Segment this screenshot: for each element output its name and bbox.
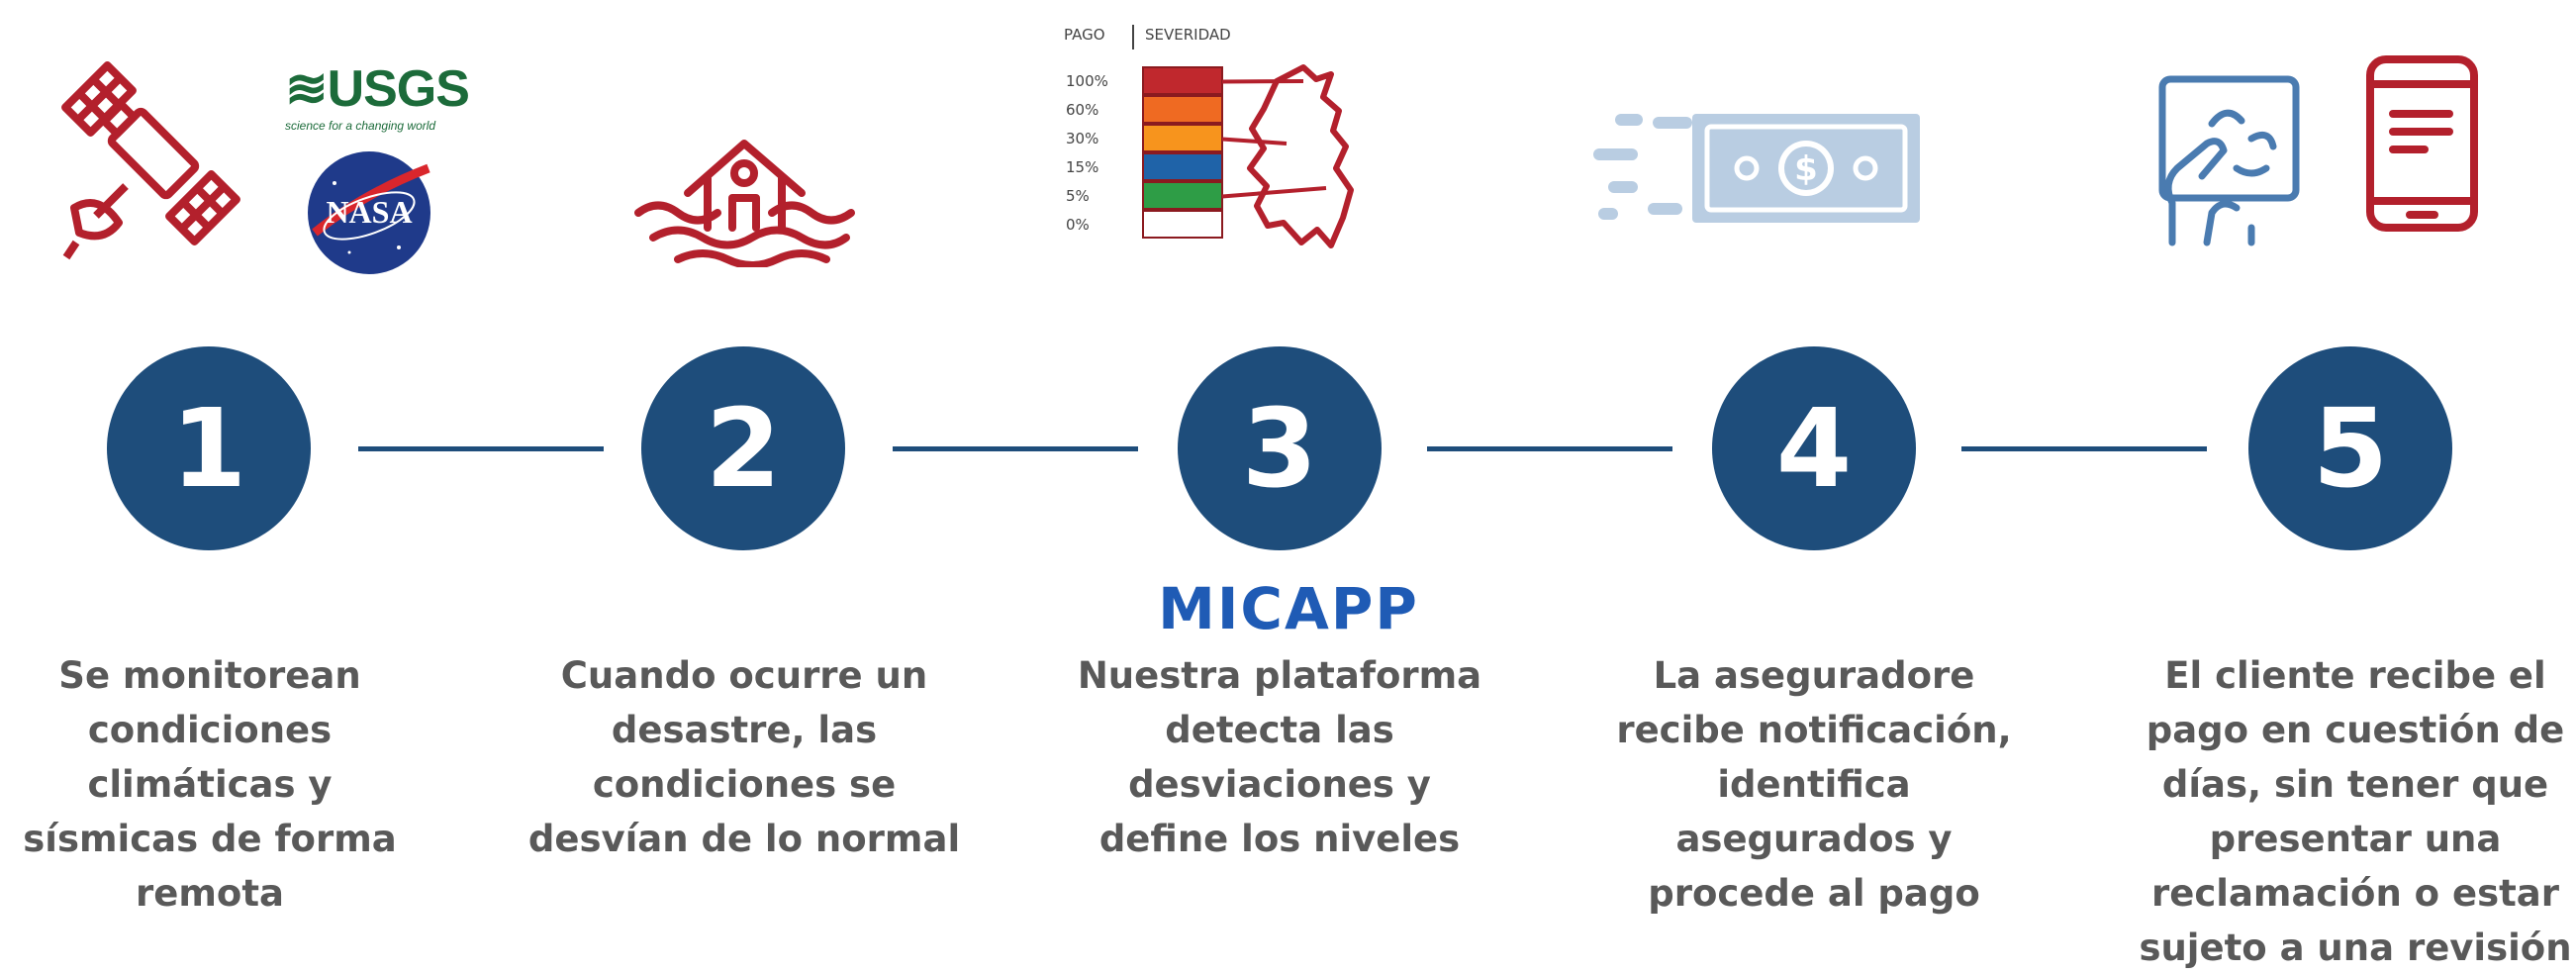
step-1-description: Se monitorean condiciones climáticas y s… [0,648,428,921]
step-2-description: Cuando ocurre un desastre, las condicion… [526,648,962,866]
severity-arrow [1221,186,1327,199]
connector-3-4 [1427,446,1672,451]
pago-header: PAGO [1064,26,1105,44]
step-3-line: define los niveles [1098,818,1461,860]
nasa-logo: NASA [305,148,433,277]
severity-level-label: 5% [1066,187,1090,205]
nasa-wordmark: NASA [326,194,413,230]
severity-level-bar [1142,210,1223,239]
step-4-description: La aseguradore recibe notificación, iden… [1596,648,2032,921]
flooded-house-icon [634,140,855,267]
svg-text:$: $ [1794,149,1818,189]
step-5-line: El cliente recibe el [2164,654,2546,697]
step-1-line: climáticas y [87,763,333,806]
step-1-number: 1 [170,385,247,512]
step-4-line: La aseguradore [1653,654,1975,697]
colombia-map-icon [1247,64,1354,248]
step-1-line: sísmicas de forma [23,818,397,860]
step-3-line: detecta las [1165,709,1394,751]
severity-level-label: 0% [1066,216,1090,234]
severity-level-bar [1142,95,1223,124]
step-2-line: Cuando ocurre un [560,654,928,697]
usgs-tagline: science for a changing world [285,119,436,133]
step-5-number: 5 [2312,385,2389,512]
connector-2-3 [893,446,1138,451]
step-2-line: condiciones se [592,763,897,806]
micapp-logo: MICAPP [1158,575,1419,642]
step-3-line: desviaciones y [1128,763,1431,806]
usgs-wordmark: ≋USGS [285,60,470,118]
step-1-line: condiciones [87,709,333,751]
step-2-line: desastre, las [611,709,878,751]
step-2-line: desvían de lo normal [527,818,961,860]
severity-level-bar [1142,152,1223,181]
step-1-line: Se monitorean [58,654,361,697]
severity-arrow [1221,137,1288,146]
step-3-circle: 3 [1178,346,1382,550]
step-1-line: remota [136,872,284,915]
severity-level-bar [1142,124,1223,152]
severity-level-label: 60% [1066,101,1098,119]
step-4-line: asegurados y [1675,818,1953,860]
money-bill-icon: $ [1593,114,1920,223]
severity-arrow [1221,79,1304,84]
step-5-circle: 5 [2248,346,2452,550]
step-2-circle: 2 [641,346,845,550]
hand-touch-icon [2158,75,2300,246]
step-5-line: reclamación o estar [2150,872,2560,915]
satellite-icon [61,61,240,260]
connector-4-5 [1961,446,2207,451]
severity-level-bar [1142,181,1223,210]
step-1-circle: 1 [107,346,311,550]
severity-level-bar [1142,66,1223,95]
connector-1-2 [358,446,604,451]
step-5-description: El cliente recibe el pago en cuestión de… [2138,648,2573,975]
severity-level-label: 30% [1066,130,1098,147]
step-4-line: procede al pago [1648,872,1980,915]
smartphone-icon [2366,55,2478,232]
step-4-circle: 4 [1712,346,1916,550]
step-4-line: identifica [1717,763,1911,806]
severity-level-label: 100% [1066,72,1108,90]
usgs-logo: ≋USGS science for a changing world [285,60,470,136]
step-5-line: pago en cuestión de [2146,709,2565,751]
step-5-line: presentar una [2209,818,2502,860]
severity-level-label: 15% [1066,158,1098,176]
step-4-line: recibe notificación, [1616,709,2012,751]
step-3-line: Nuestra plataforma [1077,654,1482,697]
severity-chart: PAGO SEVERIDAD 100% 60% 30% 15% 5% 0% [1064,25,1354,248]
step-5-line: días, sin tener que [2161,763,2549,806]
step-3-description: Nuestra plataforma detecta las desviacio… [1062,648,1497,866]
step-5-line: sujeto a una revisión [2139,926,2572,969]
step-4-number: 4 [1775,385,1853,512]
severidad-header: SEVERIDAD [1145,26,1231,44]
step-3-number: 3 [1241,385,1318,512]
step-2-number: 2 [705,385,782,512]
